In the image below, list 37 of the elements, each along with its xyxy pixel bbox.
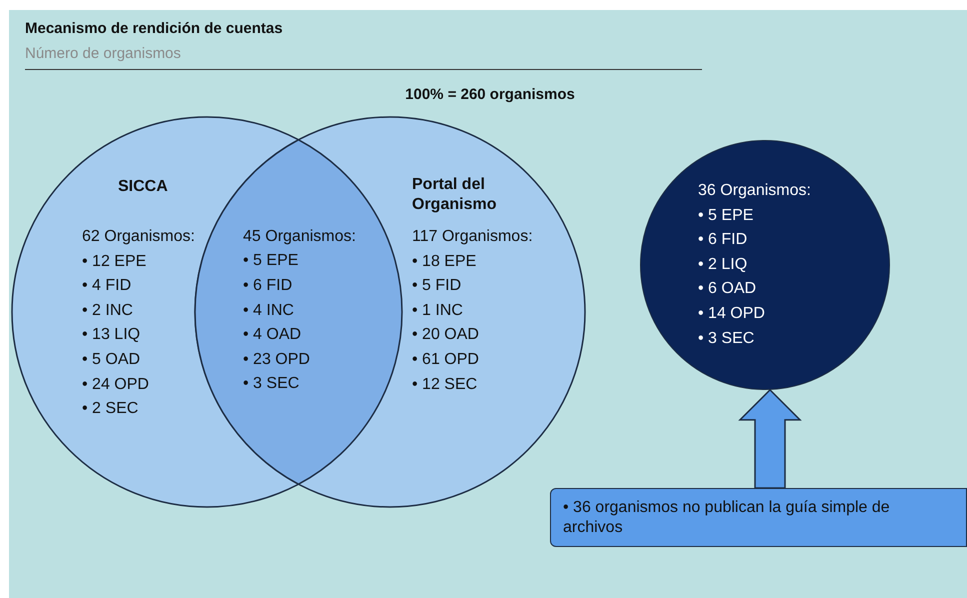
subtitle: Número de organismos — [25, 45, 181, 62]
list-item: • 12 EPE — [82, 252, 148, 272]
list-item: • 23 OPD — [243, 350, 311, 370]
list-item: • 5 OAD — [82, 350, 142, 370]
list-item: • 3 SEC — [243, 374, 300, 394]
list-item: • 6 OAD — [698, 279, 758, 300]
list-item: • 6 FID — [243, 276, 294, 296]
callout-box — [550, 488, 967, 547]
count-text: 36 Organismos: — [698, 181, 811, 201]
list-item: • 5 EPE — [698, 206, 754, 226]
list-item: • 2 SEC — [82, 399, 140, 420]
list-item: • 24 OPD — [82, 374, 150, 395]
list-item: • 4 FID — [82, 276, 132, 296]
count-text: 117 Organismos: — [412, 227, 533, 247]
circle-heading: Portal del Organismo — [412, 175, 498, 215]
list-item: • 2 LIQ — [698, 254, 748, 275]
list-item: • 2 INC — [82, 300, 134, 321]
list-item: • 5 FID — [412, 276, 462, 296]
list-item: • 4 OAD — [243, 325, 302, 346]
count-text: 62 Organismos: — [82, 227, 195, 247]
list-item: • 3 SEC — [698, 328, 756, 349]
list-item: • 61 OPD — [412, 350, 480, 370]
list-item: • 18 EPE — [412, 252, 478, 272]
diagram-title: Mecanismo de rendición de cuentas — [25, 20, 283, 37]
total-note: 100% = 260 organismos — [404, 86, 576, 103]
list-item: • 12 SEC — [412, 374, 478, 395]
list-item: • 1 INC — [412, 300, 464, 321]
block-arrow — [738, 388, 802, 489]
list-item: • 14 OPD — [698, 304, 766, 324]
callout-text: • 36 organismos no publican la guía simple de archivos — [563, 498, 891, 538]
list-item: • 6 FID — [698, 230, 748, 250]
list-item: • 4 INC — [243, 300, 295, 321]
count-text: 45 Organismos: — [243, 226, 356, 247]
circle-heading: SICCA — [118, 177, 169, 197]
list-item: • 13 LIQ — [82, 325, 142, 346]
list-item: • 5 EPE — [243, 251, 300, 272]
list-item: • 20 OAD — [412, 325, 480, 346]
